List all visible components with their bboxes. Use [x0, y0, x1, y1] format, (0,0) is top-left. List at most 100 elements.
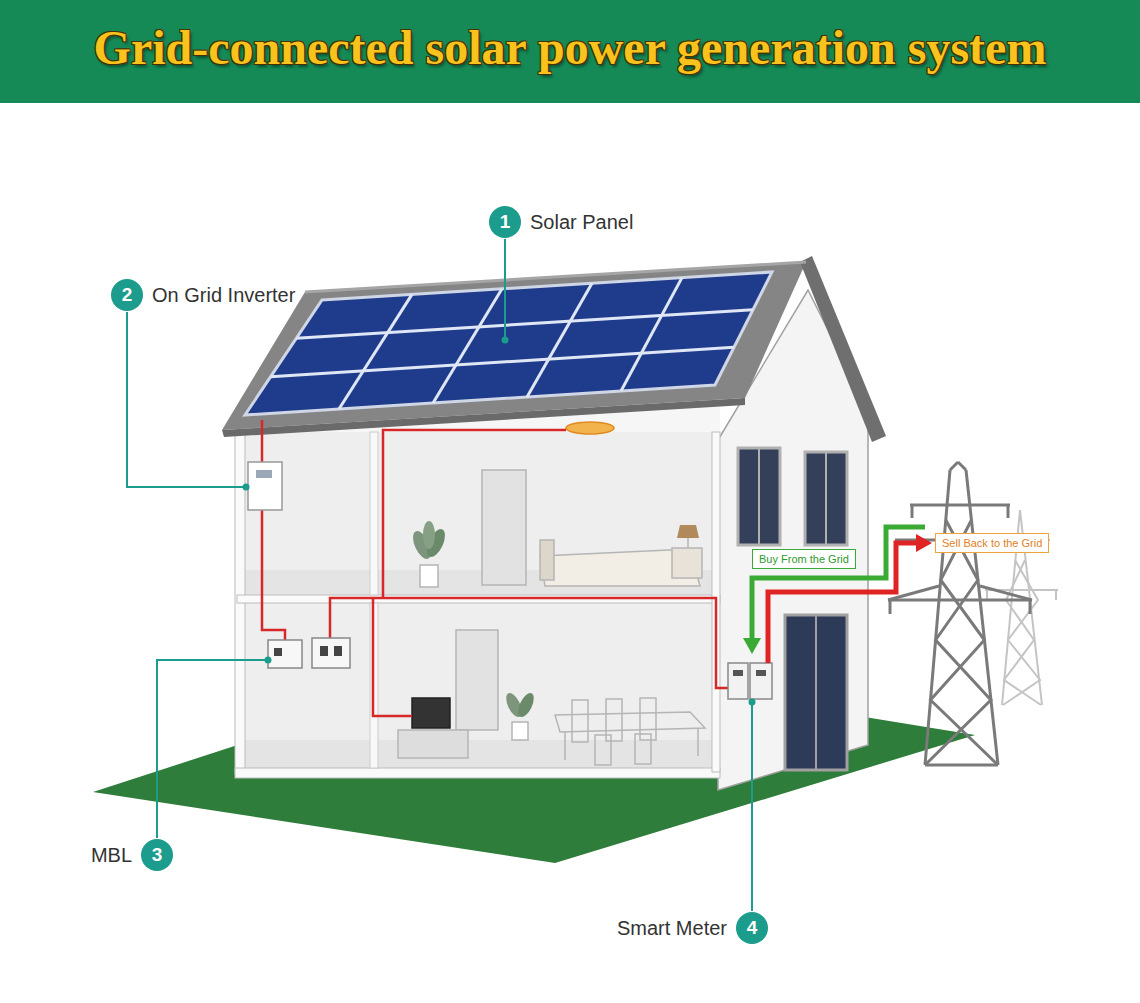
grid-flow-arrows — [743, 527, 932, 663]
grid-flow-arrows-part — [916, 534, 932, 552]
part-label: MBL — [91, 844, 132, 867]
furniture-part — [398, 730, 468, 758]
solar-panels-part — [271, 278, 753, 409]
power-tower-part — [888, 599, 1032, 602]
solar-panels-part — [245, 272, 772, 415]
house-side-wall-part — [825, 452, 827, 545]
breaker-boxes — [268, 638, 350, 668]
solar-panels-part-part — [527, 283, 592, 397]
house-side-wall-part — [758, 448, 760, 545]
solar-panels-part-part — [433, 289, 502, 403]
red-wiring-part — [330, 598, 728, 688]
breaker-boxes-part — [312, 638, 350, 668]
power-tower-part — [925, 470, 950, 765]
title-band: Grid-connected solar power generation sy… — [0, 0, 1140, 103]
furniture — [398, 422, 705, 765]
power-tower-back-part — [1003, 560, 1040, 705]
furniture-part — [697, 728, 699, 756]
furniture-part — [512, 722, 528, 740]
smart-meter-part — [750, 663, 772, 699]
red-wiring-part — [373, 598, 412, 716]
furniture-part — [572, 700, 588, 742]
breaker-boxes-part — [320, 646, 328, 656]
callout-node: 1 Solar Panel — [489, 206, 633, 238]
callout-number: 1 — [489, 206, 521, 238]
title-text: Grid-connected solar power generation sy… — [94, 20, 1047, 83]
power-tower-part — [911, 505, 914, 518]
roof-part — [800, 256, 886, 442]
house-interior — [235, 400, 720, 778]
furniture-part — [687, 538, 689, 548]
power-tower-part — [889, 600, 892, 614]
furniture-part — [635, 734, 651, 764]
inverter-part — [256, 470, 272, 478]
red-wiring-part — [261, 420, 264, 462]
leader-lines-part — [504, 239, 506, 340]
furniture-part — [515, 691, 537, 720]
flow-tag: Buy From the Grid — [752, 549, 856, 569]
house-interior-part — [245, 432, 718, 597]
flow-label: Buy From the Grid — [759, 552, 849, 566]
callout-number: 4 — [736, 912, 768, 944]
house-interior-part — [245, 602, 718, 770]
house-interior-part — [370, 432, 378, 595]
leader-dots-part — [502, 337, 509, 344]
power-tower-back-part — [1004, 560, 1041, 705]
leader-lines-part — [751, 702, 753, 911]
leader-lines — [127, 239, 752, 911]
furniture-part — [555, 712, 705, 732]
leader-dots — [243, 337, 756, 706]
furniture-part — [482, 470, 526, 585]
house-interior-part — [235, 768, 720, 778]
power-tower-part — [925, 764, 998, 767]
furniture-part — [566, 422, 614, 434]
furniture-part — [595, 735, 611, 765]
part-label: Smart Meter — [617, 917, 727, 940]
house-side-wall-part — [805, 452, 847, 545]
flow-tag: Sell Back to the Grid — [935, 533, 1049, 553]
leader-dots-part — [265, 657, 272, 664]
callout-node: 2 On Grid Inverter — [111, 279, 295, 311]
power-tower-part — [950, 462, 958, 470]
breaker-boxes-part — [334, 646, 342, 656]
furniture-part — [420, 565, 438, 587]
callout-node: Smart Meter 4 — [617, 912, 768, 944]
solar-panels-part-part — [339, 294, 412, 409]
breaker-boxes-part — [274, 648, 282, 656]
grid-flow-arrows-part — [743, 638, 761, 654]
power-tower-part — [958, 462, 966, 470]
inverter-part — [248, 462, 282, 510]
leader-dots-part — [243, 484, 250, 491]
callout-node: MBL 3 — [91, 839, 173, 871]
house-side-wall-part — [738, 448, 780, 545]
furniture-part — [672, 548, 702, 578]
power-tower-part — [1029, 600, 1032, 614]
furniture-part — [412, 698, 450, 728]
house-side-wall-part — [815, 615, 817, 770]
leader-lines-part — [157, 660, 268, 838]
power-tower — [888, 462, 1032, 765]
solar-panels-part-part — [296, 310, 753, 339]
part-label: On Grid Inverter — [152, 284, 295, 307]
furniture-part — [540, 540, 554, 580]
callout-number: 2 — [111, 279, 143, 311]
red-wiring-part — [383, 430, 566, 598]
smart-meter-part — [728, 663, 748, 699]
roof — [222, 256, 886, 442]
breaker-boxes-part — [268, 640, 302, 668]
house-side-wall-part — [785, 615, 847, 770]
furniture-part — [564, 732, 566, 760]
solar-panels-part-part — [621, 278, 682, 391]
leader-lines-part — [127, 312, 246, 487]
part-label: Solar Panel — [530, 211, 633, 234]
leader-dots-part — [749, 699, 756, 706]
callout-number: 3 — [141, 839, 173, 871]
smart-meter-part — [756, 670, 766, 676]
power-tower-back-part — [1055, 590, 1057, 600]
furniture-part — [423, 521, 435, 549]
power-tower-part — [1007, 505, 1010, 518]
inverter — [248, 462, 282, 510]
flow-label: Sell Back to the Grid — [942, 536, 1042, 550]
smart-meter — [728, 663, 772, 699]
